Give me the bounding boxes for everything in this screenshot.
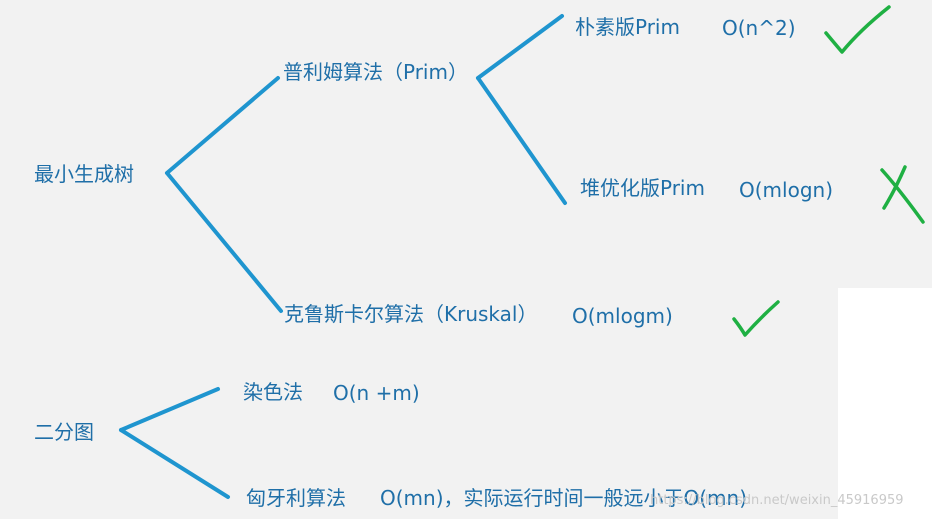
edge-prim-heap	[476, 76, 567, 205]
complexity-hungarian: O(mn)，实际运行时间一般远小于O(mn)	[380, 486, 748, 510]
watermark: https://blog.csdn.net/weixin_45916959	[650, 493, 904, 508]
node-hungarian: 匈牙利算法	[246, 486, 346, 510]
complexity-kruskal: O(mlogm)	[572, 304, 673, 328]
check-icon	[824, 5, 891, 54]
node-kruskal: 克鲁斯卡尔算法（Kruskal）	[284, 302, 538, 326]
complexity-heap-prim: O(mlogn)	[739, 178, 833, 202]
edge-bipartite-hungarian	[119, 428, 230, 499]
edge-mst-prim	[165, 76, 280, 175]
complexity-coloring: O(n +m)	[333, 381, 420, 405]
cross-icon	[880, 165, 925, 224]
edge-bipartite-coloring	[119, 387, 220, 432]
node-mst: 最小生成树	[34, 162, 134, 186]
node-coloring: 染色法	[243, 380, 303, 404]
node-prim: 普利姆算法（Prim）	[283, 60, 468, 84]
node-bipartite: 二分图	[34, 420, 94, 444]
complexity-naive-prim: O(n^2)	[722, 16, 796, 40]
edge-mst-kruskal	[165, 171, 283, 313]
check-icon	[732, 300, 780, 337]
node-naive-prim: 朴素版Prim	[575, 15, 680, 39]
background-patch	[838, 288, 932, 519]
edge-prim-naive	[476, 14, 564, 80]
node-heap-prim: 堆优化版Prim	[580, 176, 705, 200]
